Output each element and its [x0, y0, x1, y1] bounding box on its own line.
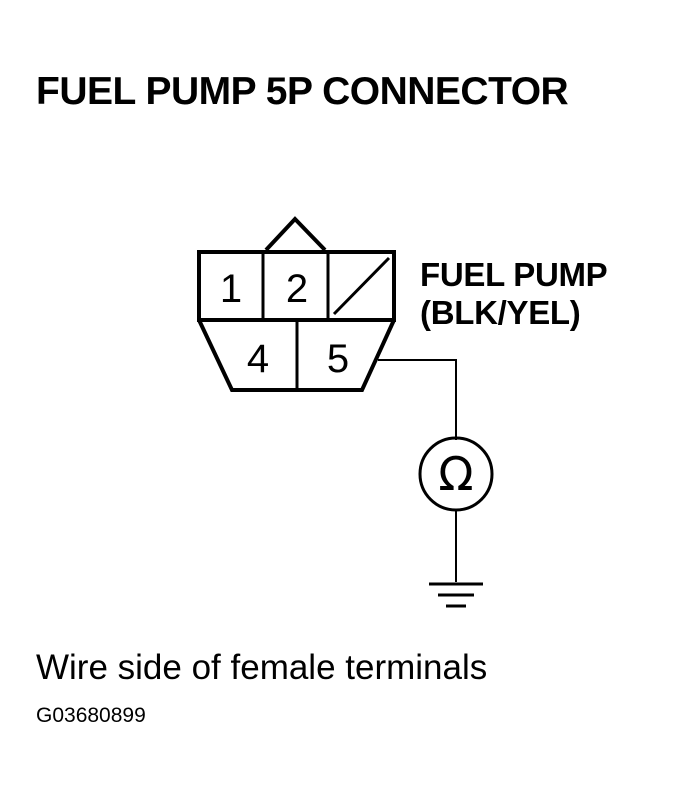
pin-number-1: 1 [220, 267, 242, 311]
wire-label-name: FUEL PUMP [420, 256, 608, 293]
diagram-caption: Wire side of female terminals [36, 648, 488, 687]
pin-number-2: 2 [286, 267, 308, 311]
ground-icon [429, 582, 483, 608]
empty-cavity-mark [332, 256, 391, 316]
connector-lock-tab [264, 216, 327, 252]
pin-number-4: 4 [247, 337, 269, 381]
figure-id: G03680899 [36, 704, 146, 727]
ohm-symbol: Ω [438, 447, 473, 501]
pin-number-5: 5 [327, 337, 349, 381]
diagram-title: FUEL PUMP 5P CONNECTOR [36, 70, 569, 113]
wire-label-color: (BLK/YEL) [420, 294, 581, 331]
test-lead-wire [378, 359, 457, 440]
